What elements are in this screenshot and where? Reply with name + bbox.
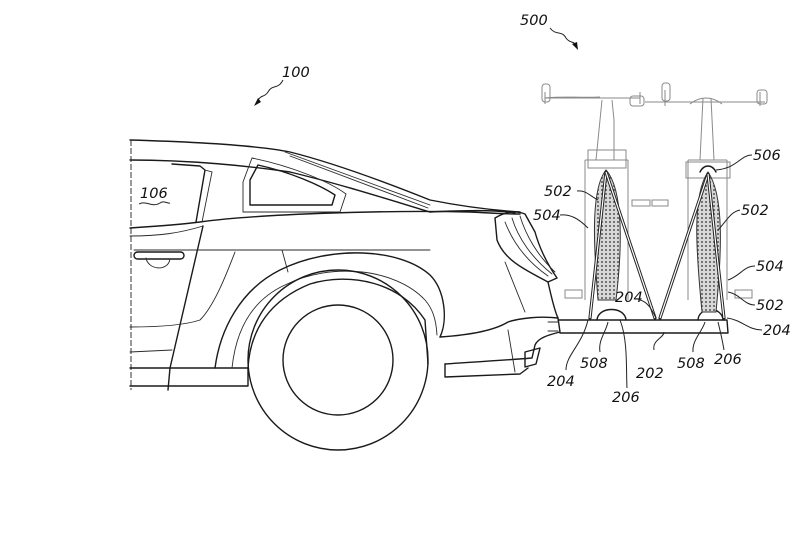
- leader-204-center: [639, 299, 657, 319]
- leader-100: [257, 79, 284, 101]
- vehicle-roofline: [129, 139, 521, 213]
- vehicle-roof-trim: [284, 151, 431, 209]
- label-106: 106: [140, 186, 168, 202]
- leader-500: [549, 27, 577, 47]
- label-508-left: 508: [580, 356, 608, 372]
- leader-202: [653, 331, 665, 351]
- bicycle-right: [645, 82, 768, 313]
- label-202: 202: [636, 366, 664, 382]
- leader-508-left: [599, 321, 609, 353]
- vehicle-door-window-pillar-inner: [201, 169, 213, 223]
- vehicle-tail-light-ribs: [504, 215, 556, 277]
- vehicle-quarter-window: [249, 164, 336, 206]
- label-502-right-lower: 502: [756, 298, 784, 314]
- leader-204-left: [565, 319, 589, 371]
- bicycle-left-handlebar: [544, 92, 641, 104]
- label-100: 100: [282, 65, 310, 81]
- vehicle-rear-tire: [247, 269, 429, 451]
- bicycle-left-tire: [593, 169, 621, 301]
- vehicle: [129, 139, 561, 451]
- label-204-center: 204: [615, 290, 643, 306]
- vehicle-fender-arch-mid: [231, 270, 438, 369]
- reference-numerals: 100 500 106 502 504 506 502 504 502 204 …: [140, 13, 791, 406]
- bicycle-right-grip-r: [756, 89, 768, 105]
- tie-down-straps: [588, 165, 726, 320]
- bicycle-left-stem: [595, 99, 615, 161]
- wheel-cradle-left: [596, 308, 627, 321]
- label-504-left: 504: [533, 208, 561, 224]
- vehicle-rear-bumper: [439, 316, 561, 365]
- bicycle-left-brake: [587, 149, 627, 169]
- leader-502-right-upper: [717, 209, 741, 231]
- vehicle-beltline: [129, 210, 521, 229]
- bicycle-right-pedal: [651, 199, 753, 299]
- leader-204-right: [726, 317, 763, 331]
- vehicle-tail-light: [494, 211, 558, 283]
- leader-504-left: [559, 214, 589, 229]
- label-508-right: 508: [677, 356, 705, 372]
- leader-206-left: [619, 319, 628, 389]
- leader-502-right-lower: [727, 291, 756, 306]
- bicycle-right-brake: [685, 161, 731, 179]
- underline-106: [138, 201, 171, 206]
- label-204-right: 204: [763, 323, 791, 339]
- leader-206-right: [717, 321, 725, 351]
- vehicle-rear-face: [547, 281, 559, 319]
- frame-clamp: [699, 165, 717, 173]
- vehicle-exhaust-tip: [524, 347, 541, 368]
- vehicle-rocker-trim: [129, 349, 173, 353]
- vehicle-door-handle: [133, 251, 185, 260]
- vehicle-quarter-window-frame: [242, 157, 347, 213]
- leader-lines: [138, 27, 763, 389]
- bicycle-left-pedal: [564, 199, 651, 299]
- label-504-right: 504: [756, 259, 784, 275]
- vehicle-fender-arch-outer: [214, 252, 445, 369]
- leader-508-right: [692, 321, 706, 353]
- arrowhead-500: [572, 42, 578, 50]
- label-502-right-upper: 502: [741, 203, 769, 219]
- bike-carrier: [541, 82, 768, 334]
- bicycle-left: [541, 83, 651, 301]
- arrowhead-100: [254, 98, 261, 106]
- leader-504-right: [727, 265, 756, 281]
- bicycle-left-fork: [584, 159, 629, 300]
- bicycle-left-grip-l: [541, 83, 551, 103]
- vehicle-lower-valance: [444, 363, 529, 378]
- vehicle-rear-rim: [282, 304, 394, 416]
- vehicle-rear-panel-line: [504, 261, 526, 313]
- vehicle-door-lower-curve: [129, 251, 236, 328]
- vehicle-rocker: [129, 367, 249, 387]
- leader-506: [715, 154, 753, 171]
- label-204-left: 204: [547, 374, 575, 390]
- label-206-right: 206: [714, 352, 742, 368]
- vehicle-roof-inner: [129, 159, 431, 213]
- vehicle-door-handle-cup: [145, 257, 171, 269]
- label-206-left: 206: [612, 390, 640, 406]
- vehicle-door-window-pillar: [171, 163, 206, 223]
- carrier-bar: [557, 319, 729, 334]
- vehicle-fender-seam: [281, 249, 289, 273]
- leader-502-left: [576, 190, 599, 201]
- vehicle-wheel-well: [247, 278, 429, 369]
- vehicle-beltline-lower: [129, 225, 204, 237]
- vehicle-door-edge: [167, 225, 204, 391]
- carrier-bar-hitch: [547, 321, 559, 332]
- vehicle-bumper-line: [507, 329, 516, 373]
- bicycle-right-stem: [689, 97, 723, 161]
- bicycle-left-grip-r: [629, 95, 645, 107]
- label-500: 500: [520, 13, 548, 29]
- label-502-left: 502: [544, 184, 572, 200]
- label-506: 506: [753, 148, 781, 164]
- bicycle-right-grip-l: [661, 82, 671, 102]
